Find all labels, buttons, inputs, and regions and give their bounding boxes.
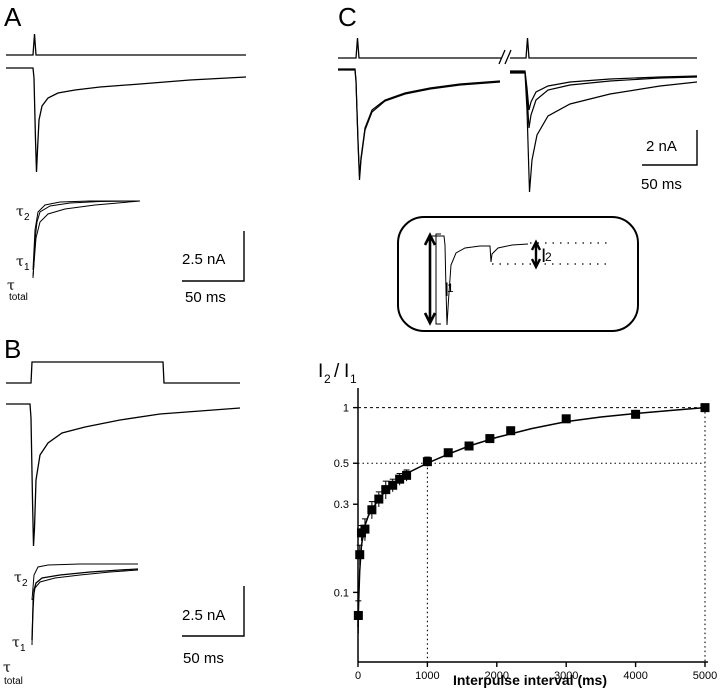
panel-a: A τ 2 τ 1 τ total 2.5 nA 50 ms	[4, 2, 246, 306]
inset-i1-sub: 1	[447, 281, 454, 295]
panel-b-scale-bar	[182, 586, 244, 636]
data-point	[355, 550, 365, 560]
panel-a-fit-tau2	[33, 201, 140, 270]
panel-b-tau-total-sub: total	[4, 676, 23, 687]
panel-b-stimulus-trace	[6, 362, 240, 383]
x-axis-ticks: 0 1000 2000 3000 4000 5000	[355, 662, 717, 682]
reference-lines	[358, 408, 705, 662]
panel-a-label: A	[4, 2, 22, 32]
data-point	[443, 448, 453, 458]
inset-frame	[398, 217, 638, 331]
y-tick-label: 0.1	[334, 587, 349, 599]
recovery-chart: I 2 / I 1 0.1 0.3 0.5 1 0 1000 2000 3000 4000 50…	[318, 361, 717, 688]
y-axis-label-sub2: 2	[324, 372, 331, 386]
panel-c-stimulus-trace-right	[510, 38, 697, 58]
inset-i2-sub: 2	[545, 250, 552, 264]
panel-c-scale-time: 50 ms	[641, 176, 682, 193]
panel-b-scale-current: 2.5 nA	[182, 607, 225, 624]
y-axis-ticks: 0.1 0.3 0.5 1	[334, 403, 358, 599]
data-points	[353, 403, 710, 633]
data-point	[367, 505, 377, 515]
data-point	[353, 610, 363, 620]
data-point	[374, 494, 384, 504]
panel-a-scale-time: 50 ms	[185, 289, 226, 306]
panel-a-fit-tau1	[33, 201, 140, 276]
panel-a-stimulus-trace	[6, 34, 246, 55]
inset-i2-label: I	[541, 246, 546, 267]
y-tick-label: 0.3	[334, 499, 349, 511]
y-axis-label-i: I	[318, 361, 323, 382]
panel-c-scale-bar	[642, 130, 697, 165]
y-tick-label: 0.5	[334, 458, 349, 470]
panel-a-tau-total-symbol: τ	[7, 278, 15, 294]
panel-b-fit-tau2	[32, 564, 138, 600]
data-point	[360, 524, 370, 534]
panel-a-current-trace	[6, 68, 246, 172]
y-axis-label-sub1: 1	[350, 372, 357, 386]
data-point	[485, 434, 495, 444]
panel-a-fit-total	[33, 201, 140, 278]
data-point	[464, 441, 474, 451]
inset-trace	[432, 236, 528, 325]
panel-c-trace-3-right	[510, 73, 697, 192]
inset-i2-arrow	[532, 242, 540, 267]
panel-b-tau1-symbol: τ	[12, 635, 20, 651]
data-point	[402, 470, 412, 480]
x-axis-title: Interpulse interval (ms)	[453, 672, 607, 688]
panel-a-tau-total-sub: total	[9, 292, 28, 303]
panel-b: B τ 2 τ 1 τ total 2.5 nA 50 ms	[3, 334, 244, 687]
panel-a-tau2-sub: 2	[24, 212, 30, 223]
data-point	[506, 426, 516, 436]
data-point	[631, 409, 641, 419]
fit-curve	[358, 408, 705, 627]
panel-b-scale-time: 50 ms	[183, 650, 224, 667]
panel-a-tau2-symbol: τ	[16, 204, 24, 220]
x-tick-label: 3000	[554, 670, 578, 682]
x-tick-label: 1000	[415, 670, 439, 682]
panel-c-trace-2-right	[510, 72, 697, 128]
panel-b-tau-total-symbol: τ	[3, 660, 11, 676]
inset-i1-bracket	[436, 234, 441, 324]
inset-i1-label: I	[444, 280, 449, 301]
panel-c-axis-break	[499, 50, 511, 64]
panel-a-tau1-sub: 1	[24, 262, 30, 273]
panel-b-tau1-sub: 1	[20, 643, 26, 654]
data-point	[381, 485, 391, 495]
data-point	[700, 403, 710, 413]
inset-i1-arrow	[425, 235, 435, 323]
y-axis-label-slash: /	[334, 361, 340, 382]
panel-b-label: B	[4, 334, 21, 364]
y-axis-label-i-denominator: I	[344, 361, 349, 382]
data-point	[422, 457, 432, 467]
data-point	[561, 414, 571, 424]
panel-c-label: C	[338, 2, 357, 32]
panel-c-stimulus-trace-left	[338, 38, 502, 58]
x-tick-label: 5000	[693, 670, 717, 682]
data-point	[395, 474, 405, 484]
data-point	[388, 480, 398, 490]
panel-c-trace-1-left	[338, 69, 500, 176]
panel-c-trace-1-right	[510, 71, 697, 110]
x-tick-label: 2000	[485, 670, 509, 682]
panel-b-tau2-sub: 2	[22, 578, 28, 589]
inset-dotted-lines	[492, 243, 612, 264]
x-tick-label: 4000	[623, 670, 647, 682]
panel-b-fit-tau1	[32, 570, 138, 645]
panel-b-tau2-symbol: τ	[14, 570, 22, 586]
panel-c-trace-2-left	[338, 70, 500, 180]
panel-c: C 2 nA 50 ms I 1 I 2	[338, 2, 697, 331]
panel-a-tau1-symbol: τ	[16, 254, 24, 270]
y-tick-label: 1	[343, 403, 349, 415]
x-tick-label: 0	[355, 670, 361, 682]
panel-c-scale-current: 2 nA	[646, 138, 677, 155]
panel-a-scale-bar	[182, 231, 244, 281]
inset: I 1 I 2	[398, 217, 638, 331]
panel-a-scale-current: 2.5 nA	[182, 251, 225, 268]
panel-b-current-trace	[6, 404, 240, 546]
